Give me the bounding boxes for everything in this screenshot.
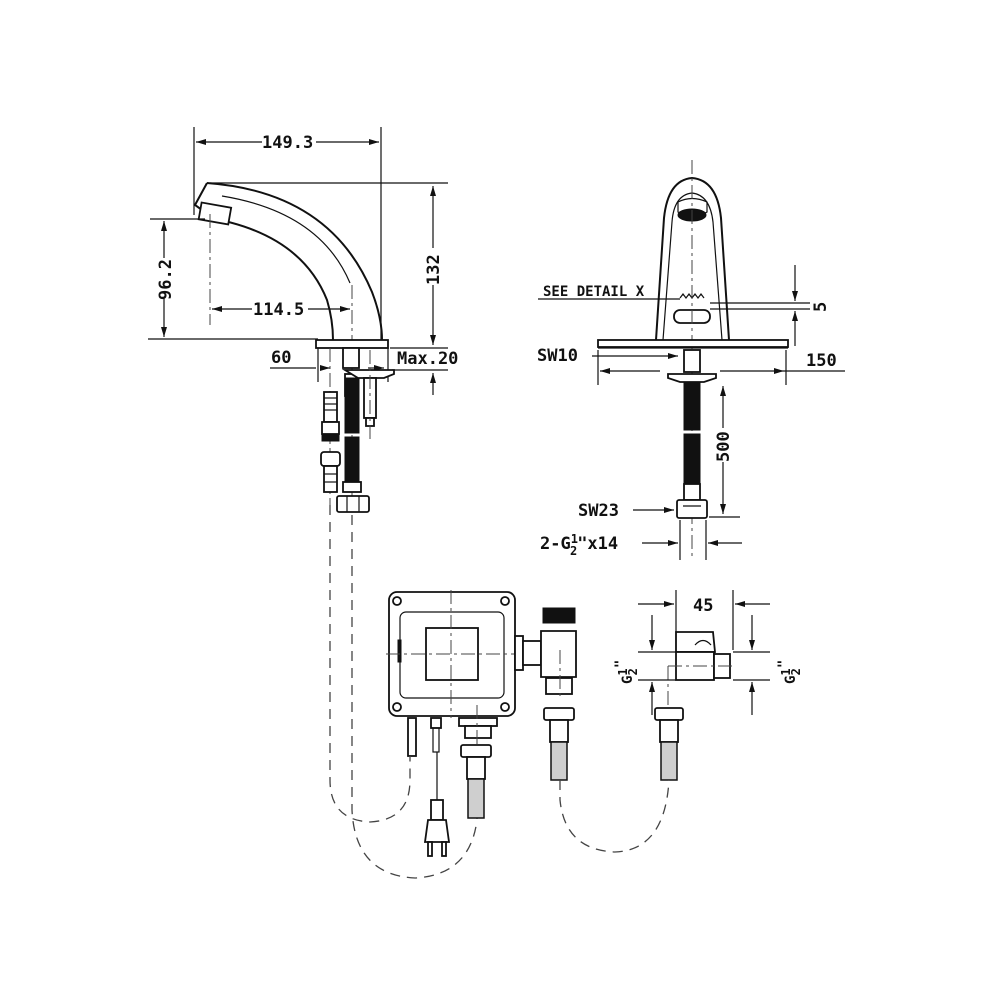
angle-valve-detail: 45 G12" G12" bbox=[613, 590, 803, 781]
front-view: SEE DETAIL X 5 150 SW10 bbox=[537, 160, 845, 560]
dim-mount-hole: 60 bbox=[271, 348, 291, 368]
dim-deck-thickness: Max.20 bbox=[397, 349, 458, 369]
dim-spout-reach: 114.5 bbox=[253, 300, 304, 320]
hose-routing bbox=[329, 505, 670, 879]
screw-icon bbox=[392, 596, 510, 712]
dim-valve-width: 45 bbox=[693, 596, 713, 616]
dim-overall-length: 149.3 bbox=[262, 133, 313, 153]
side-view: 149.3 96.2 114.5 132 bbox=[148, 127, 458, 513]
nut-top-label: SW10 bbox=[537, 346, 578, 366]
dim-outlet-height: 96.2 bbox=[156, 259, 176, 300]
power-plug-icon bbox=[423, 799, 451, 857]
dim-height: 132 bbox=[424, 254, 444, 285]
thread-right: G12" bbox=[776, 660, 803, 684]
detail-x-callout: SEE DETAIL X bbox=[543, 284, 645, 300]
nut-bottom-label: SW23 bbox=[578, 501, 619, 521]
thread-left: G12" bbox=[613, 660, 640, 684]
control-box-assembly bbox=[386, 590, 577, 857]
dim-sensor-offset: 5 bbox=[811, 302, 831, 312]
dim-base-width: 150 bbox=[806, 351, 837, 371]
dim-hose-length: 500 bbox=[714, 431, 734, 462]
